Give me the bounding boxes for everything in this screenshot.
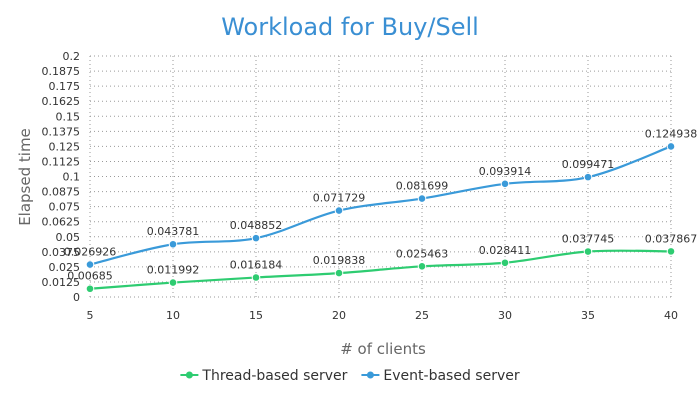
data-point [500,179,510,189]
y-tick-label: 0 [73,291,80,304]
y-axis-title: Elapsed time [16,128,34,226]
x-tick-label: 25 [415,309,429,322]
y-tick-label: 0.125 [49,140,81,153]
y-tick-label: 0.1125 [42,155,81,168]
data-point [583,172,593,182]
x-tick-label: 15 [249,309,263,322]
y-tick-label: 0.1 [63,171,81,184]
data-label: 0.028411 [479,244,532,257]
x-axis-title: # of clients [340,340,426,358]
y-tick-label: 0.1625 [42,95,81,108]
y-tick-label: 0.1875 [42,65,81,78]
data-label: 0.00685 [67,270,113,283]
data-point [417,262,427,271]
data-point [251,273,261,282]
data-point [417,194,427,203]
y-tick-label: 0.025 [49,261,81,274]
data-label: 0.016184 [230,258,283,271]
data-point [666,247,676,256]
series-line-thread-based [89,249,672,290]
data-label: 0.026926 [64,246,117,259]
data-label: 0.099471 [562,158,615,171]
data-point [85,284,95,294]
data-label: 0.025463 [396,247,449,260]
y-tick-label: 0.2 [63,50,81,63]
y-tick-label: 0.0875 [42,186,81,199]
data-label: 0.081699 [396,180,449,193]
y-tick-label: 0.175 [49,80,81,93]
data-point [334,206,344,215]
legend-item[interactable]: Thread-based server [180,368,348,384]
data-label: 0.019838 [313,254,366,267]
data-point [500,258,510,268]
legend-item[interactable]: Event-based server [361,368,520,384]
data-label: 0.048852 [230,219,283,232]
x-tick-label: 35 [581,309,595,322]
data-point [583,247,593,256]
grid-layer [89,55,672,298]
y-tick-label: 0.15 [56,110,81,123]
data-label: 0.011992 [147,264,200,277]
y-tick-label: 0.1375 [42,125,81,138]
legend: Thread-based server Event-based server [180,368,520,384]
data-point [251,233,261,243]
y-tick-label: 0.0625 [42,216,81,229]
x-tick-label: 20 [332,309,346,322]
legend-marker-icon [366,371,374,379]
legend-label: Thread-based server [201,368,347,384]
y-tick-label: 0.0125 [42,276,81,289]
data-label: 0.071729 [313,192,366,205]
data-label-layer: 0.00685 0.011992 0.016184 0.019838 0.025463 0… [64,127,698,282]
data-point [666,142,676,151]
tick-layer: 0 0.0125 0.025 0.0375 0.05 0.0625 0.075 0.0875 0… [42,50,679,322]
data-point [85,260,95,269]
chart-title: Workload for Buy/Sell [221,13,479,41]
x-tick-label: 5 [87,309,94,322]
data-label: 0.124938 [645,127,698,140]
legend-marker-icon [185,371,193,379]
y-tick-label: 0.0375 [42,246,81,259]
legend-label: Event-based server [383,368,519,384]
y-tick-label: 0.075 [49,201,81,214]
data-point [334,268,344,278]
data-label: 0.043781 [147,225,200,238]
data-label: 0.037867 [645,232,698,245]
x-tick-label: 40 [664,309,678,322]
x-tick-label: 10 [166,309,180,322]
data-label: 0.037745 [562,233,615,246]
data-point [168,239,178,249]
data-point [168,278,178,287]
x-tick-label: 30 [498,309,512,322]
series-line-event-based [89,145,672,266]
y-tick-label: 0.05 [56,231,81,244]
series-layer [85,142,676,294]
data-label: 0.093914 [479,165,532,178]
